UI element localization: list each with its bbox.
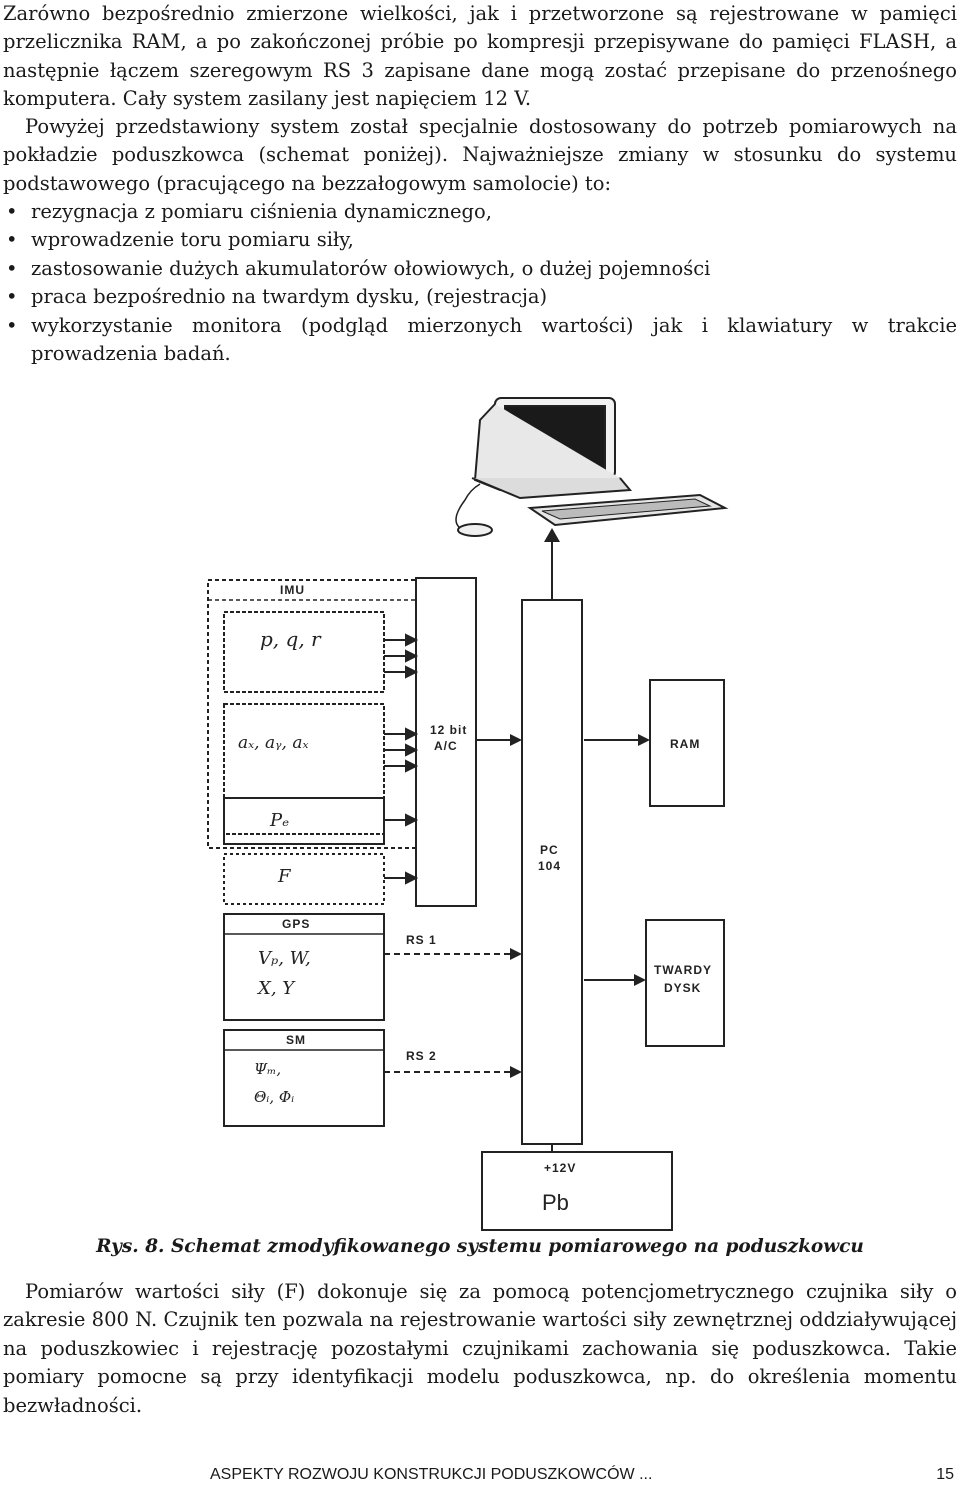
gps-box — [223, 913, 385, 1021]
list-item: praca bezpośrednio na twardym dysku, (re… — [3, 283, 957, 312]
ram-box — [649, 679, 725, 807]
battery-voltage-label: +12V — [544, 1161, 576, 1175]
battery-type-label: Pb — [542, 1190, 569, 1215]
system-diagram: IMU p, q, r aₓ, aᵧ, aₓ Pₑ F 12 bit A/C — [207, 397, 729, 1231]
list-item: wykorzystanie monitora (podgląd mierzony… — [3, 312, 957, 369]
paragraph-changes: Powyżej przedstawiony system został spec… — [3, 115, 957, 195]
paragraph-intro: Zarówno bezpośrednio zmierzone wielkości… — [3, 2, 957, 111]
list-item: rezygnacja z pomiaru ciśnienia dynamiczn… — [3, 198, 957, 227]
changes-list: rezygnacja z pomiaru ciśnienia dynamiczn… — [3, 198, 957, 368]
hard-disk-label-1: TWARDY — [654, 963, 712, 977]
ad-converter — [415, 577, 477, 907]
rs1-label: RS 1 — [406, 933, 437, 947]
rs2-label: RS 2 — [406, 1049, 437, 1063]
ram-label: RAM — [670, 737, 700, 751]
pc104-label-2: 104 — [538, 859, 561, 873]
figure-caption: Rys. 8. Schemat zmodyfikowanego systemu … — [96, 1236, 864, 1257]
gyro-label: p, q, r — [260, 627, 322, 651]
force-label: F — [277, 866, 292, 887]
accel-label: aₓ, aᵧ, aₓ — [238, 733, 309, 753]
accel-box — [223, 703, 385, 835]
gps-label: GPS — [282, 917, 310, 931]
page-number: 15 — [936, 1466, 954, 1483]
sm-values-2: Θᵢ, Φᵢ — [254, 1088, 294, 1106]
footer-title: ASPEKTY ROZWOJU KONSTRUKCJI PODUSZKOWCÓW… — [210, 1466, 653, 1483]
hard-disk-box — [645, 919, 725, 1047]
gps-values-1: Vₚ, W, — [258, 948, 311, 969]
ad-label-2: A/C — [434, 739, 458, 753]
ad-input-arrows — [384, 633, 419, 885]
page-footer: ASPEKTY ROZWOJU KONSTRUKCJI PODUSZKOWCÓW… — [210, 1466, 958, 1486]
force-box — [223, 853, 385, 905]
gyro-box — [223, 611, 385, 693]
pressure-box — [223, 797, 385, 845]
list-item: wprowadzenie toru pomiaru siły, — [3, 226, 957, 255]
sm-label: SM — [286, 1033, 306, 1047]
imu-label: IMU — [280, 583, 305, 597]
list-item: zastosowanie dużych akumulatorów ołowiow… — [3, 255, 957, 284]
pc104-label-1: PC — [540, 843, 559, 857]
gps-values-2: X, Y — [256, 978, 296, 999]
battery-box — [481, 1151, 673, 1231]
hard-disk-label-2: DYSK — [664, 981, 701, 995]
pressure-label: Pₑ — [269, 810, 289, 831]
ad-label-1: 12 bit — [430, 723, 467, 737]
computer-illustration — [455, 397, 729, 537]
sm-values-1: Ψₘ, — [254, 1060, 281, 1078]
sm-box — [223, 1029, 385, 1127]
paragraph-force: Pomiarów wartości siły (F) dokonuje się … — [3, 1280, 957, 1417]
